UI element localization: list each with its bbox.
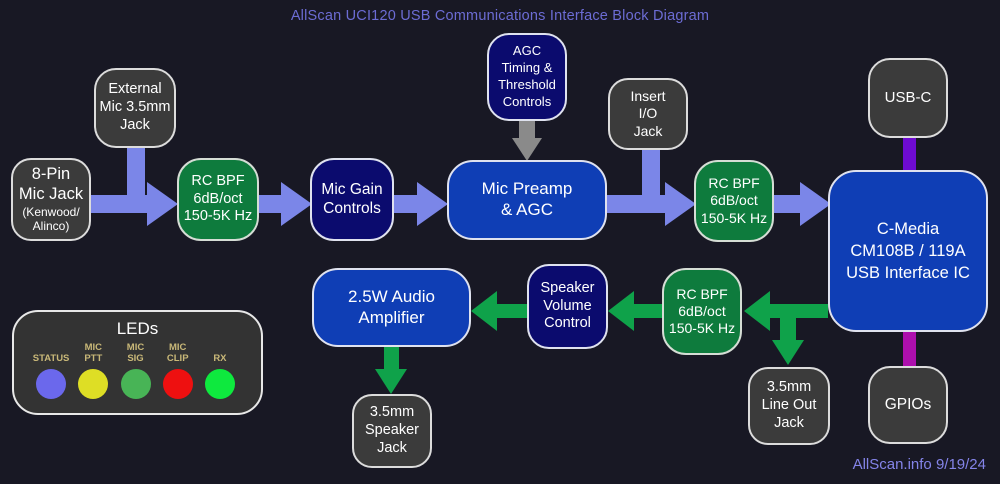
block-rc-bpf-speaker: RC BPF 6dB/oct 150-5K Hz <box>662 268 742 355</box>
arrow-cmedia-to-bpf-head <box>744 291 770 331</box>
diagram-title: AllScan UCI120 USB Communications Interf… <box>290 8 710 24</box>
arrow-8pin-to-bpf-bar <box>89 195 149 213</box>
arrow-preamp-to-bpf-bar <box>605 195 666 213</box>
led-status-label: STATUS <box>32 353 70 365</box>
arrow-agc-to-preamp-head <box>512 138 542 161</box>
block-insert-io-jack: Insert I/O Jack <box>608 78 688 150</box>
arrow-cmedia-to-bpf-bar <box>770 304 828 318</box>
led-mic-clip-label: MIC CLIP <box>166 342 189 365</box>
led-mic-sig: MIC SIG <box>114 341 156 399</box>
block-8pin-mic-jack-main: 8-Pin Mic Jack <box>18 165 84 204</box>
led-mic-clip-dot <box>162 369 193 399</box>
block-rc-bpf-mic: RC BPF 6dB/oct 150-5K Hz <box>177 158 259 241</box>
block-cmedia-usb-ic: C-Media CM108B / 119A USB Interface IC <box>828 170 988 332</box>
led-row: STATUS MIC PTT MIC SIG MIC CLIP RX <box>14 339 261 399</box>
arrow-bpf-to-volume-bar <box>634 304 662 318</box>
arrow-preamp-to-bpf-head <box>665 182 696 226</box>
block-mic-preamp-agc: Mic Preamp & AGC <box>447 160 607 240</box>
led-rx: RX <box>199 341 241 399</box>
arrow-bpf-to-micgain-bar <box>257 195 283 213</box>
arrow-volume-to-amp-bar <box>497 304 527 318</box>
arrow-volume-to-amp-head <box>471 291 497 331</box>
arrow-amp-to-jack-head <box>375 369 407 394</box>
block-mic-gain-controls: Mic Gain Controls <box>310 158 394 241</box>
arrow-amp-to-jack-bar <box>384 347 399 371</box>
block-audio-amplifier: 2.5W Audio Amplifier <box>312 268 471 347</box>
connector-cmedia-to-gpios <box>903 331 916 367</box>
led-mic-clip: MIC CLIP <box>157 341 199 399</box>
arrow-bpf-to-cmedia-head <box>800 182 831 226</box>
footer-credit: AllScan.info 9/19/24 <box>852 456 986 473</box>
arrow-agc-to-preamp-bar <box>519 119 535 140</box>
connector-usbc-to-cmedia <box>903 138 916 172</box>
arrow-lineout-branch-head <box>772 340 804 365</box>
arrow-bpf-to-micgain-head <box>281 182 312 226</box>
block-external-mic-jack: External Mic 3.5mm Jack <box>94 68 176 148</box>
led-mic-ptt: MIC PTT <box>72 341 114 399</box>
led-status: STATUS <box>30 341 72 399</box>
led-rx-label: RX <box>213 353 227 365</box>
block-gpios: GPIOs <box>868 366 948 444</box>
block-speaker-jack: 3.5mm Speaker Jack <box>352 394 432 468</box>
led-rx-dot <box>204 369 235 399</box>
led-mic-sig-label: MIC SIG <box>126 342 145 365</box>
led-panel-title: LEDs <box>116 319 159 338</box>
arrow-lineout-branch-bar <box>780 304 796 342</box>
led-mic-sig-dot <box>120 369 151 399</box>
block-line-out-jack: 3.5mm Line Out Jack <box>748 367 830 445</box>
block-agc-controls: AGC Timing & Threshold Controls <box>487 33 567 121</box>
arrow-micgain-to-preamp-bar <box>392 195 418 213</box>
arrow-bpf-to-volume-head <box>608 291 634 331</box>
arrow-micgain-to-preamp-head <box>417 182 448 226</box>
led-status-dot <box>36 369 67 399</box>
arrow-bpf-to-cmedia-bar <box>772 195 801 213</box>
led-mic-ptt-label: MIC PTT <box>84 342 103 365</box>
block-8pin-mic-jack: 8-Pin Mic Jack (Kenwood/ Alinco) <box>11 158 91 241</box>
block-rc-bpf-insert: RC BPF 6dB/oct 150-5K Hz <box>694 160 774 242</box>
block-usb-c: USB-C <box>868 58 948 138</box>
block-speaker-volume: Speaker Volume Control <box>527 264 608 349</box>
block-8pin-mic-jack-sub: (Kenwood/ Alinco) <box>22 204 80 234</box>
led-mic-ptt-dot <box>78 369 109 399</box>
arrow-8pin-to-bpf-head <box>147 182 178 226</box>
led-panel: LEDs STATUS MIC PTT MIC SIG MIC CLIP RX <box>12 310 263 415</box>
